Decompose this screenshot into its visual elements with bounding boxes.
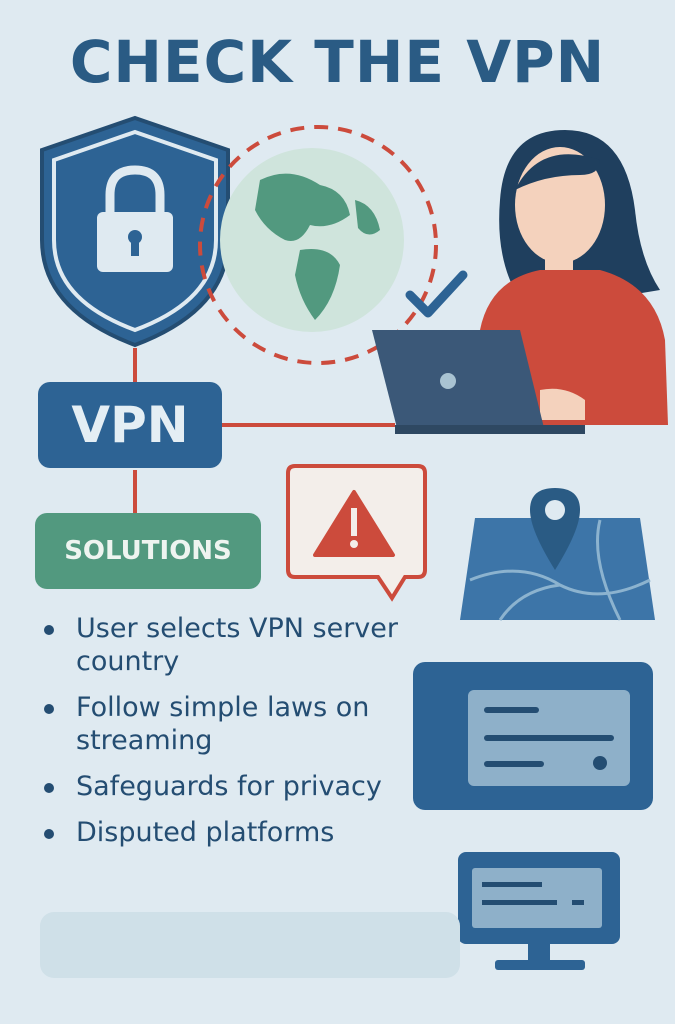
shield-lock-icon	[40, 115, 230, 348]
warning-bubble-icon	[286, 464, 427, 602]
list-item: Follow simple laws on streaming	[40, 691, 440, 757]
solutions-list: User selects VPN server country Follow s…	[40, 612, 440, 862]
solutions-label: SOLUTIONS	[64, 536, 232, 566]
list-item: User selects VPN server country	[40, 612, 440, 678]
page-title: CHECK THE VPN	[69, 28, 606, 96]
list-item: Safeguards for privacy	[40, 770, 440, 803]
connector-lines	[133, 348, 395, 513]
map-pin-icon	[460, 488, 655, 621]
monitor-icon	[458, 852, 620, 970]
person-with-laptop	[372, 130, 668, 434]
list-item: Disputed platforms	[40, 816, 440, 849]
checkmark-icon	[405, 270, 468, 318]
solutions-box: SOLUTIONS	[35, 513, 261, 589]
server-panel-icon	[413, 662, 653, 810]
globe-icon	[198, 125, 438, 365]
footer-bar	[40, 912, 460, 978]
vpn-label: VPN	[71, 396, 189, 454]
vpn-box: VPN	[38, 382, 222, 468]
